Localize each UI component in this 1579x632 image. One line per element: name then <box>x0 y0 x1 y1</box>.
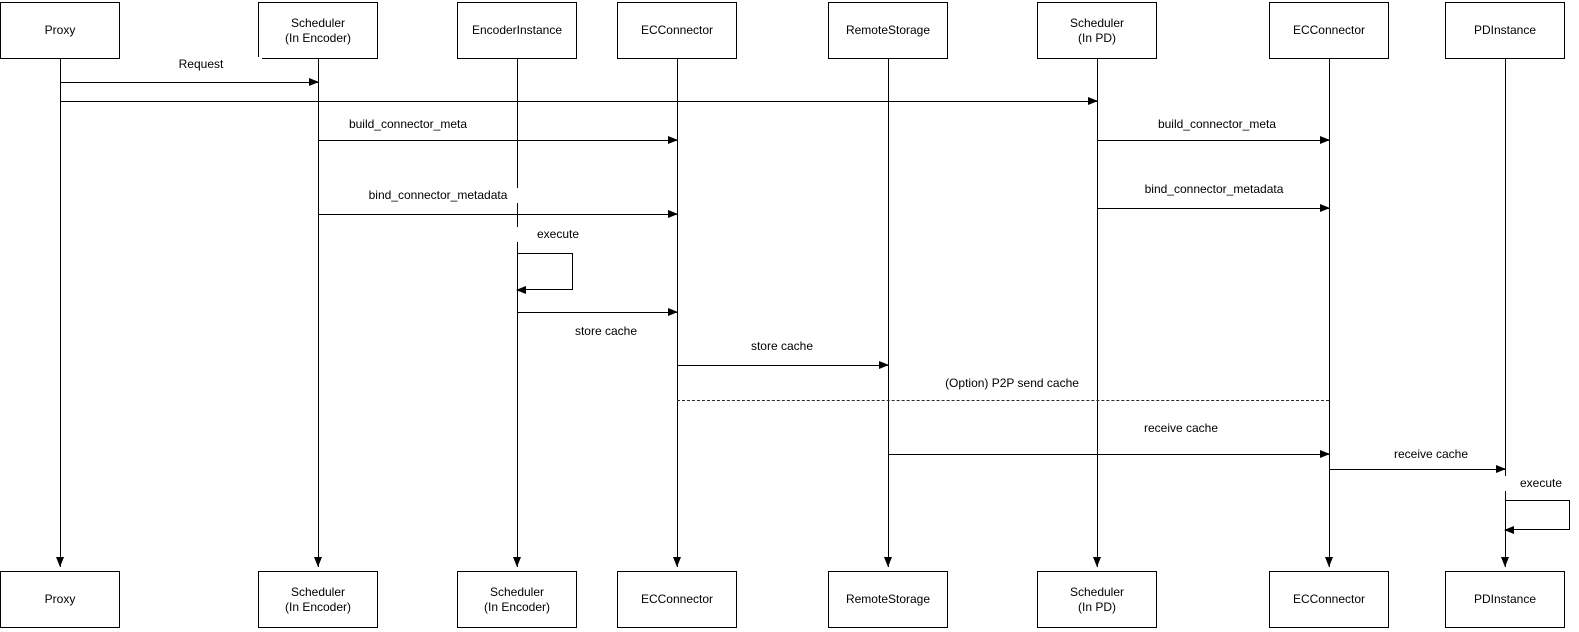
message-execute-right-label: execute <box>1500 476 1579 491</box>
message-store-cache-2-label: store cache <box>731 339 833 354</box>
message-build-connector-meta-left-arrow <box>318 136 678 144</box>
message-build-connector-meta-right-arrow <box>1097 136 1330 144</box>
message-store-cache-1-arrow <box>517 308 678 316</box>
lifeline-scheduler-pd <box>1093 59 1101 567</box>
actor-top-remote-storage: RemoteStorage <box>828 2 948 59</box>
actor-bottom-ecconnector-pd: ECConnector <box>1269 571 1389 628</box>
lifeline-ecconnector-pd <box>1325 59 1333 567</box>
message-receive-cache-2-arrow <box>1329 465 1506 473</box>
actor-top-pd-instance: PDInstance <box>1445 2 1565 59</box>
message-store-cache-2-arrow <box>677 361 889 369</box>
lifeline-proxy <box>56 59 64 567</box>
actor-bottom-scheduler-encoder: Scheduler (In Encoder) <box>258 571 378 628</box>
actor-top-ecconnector-pd: ECConnector <box>1269 2 1389 59</box>
lifeline-scheduler-encoder <box>314 59 322 567</box>
actor-top-proxy: Proxy <box>0 2 120 59</box>
lifeline-remote-storage <box>884 59 892 567</box>
actor-top-ecconnector-encoder: ECConnector <box>617 2 737 59</box>
actor-top-scheduler-pd: Scheduler (In PD) <box>1037 2 1157 59</box>
lifeline-encoder-instance <box>513 59 521 567</box>
message-execute-left-label: execute <box>517 227 599 242</box>
message-p2p-send-cache-dashed-line <box>677 400 1329 401</box>
actor-bottom-ecconnector-encoder: ECConnector <box>617 571 737 628</box>
message-build-connector-meta-left-label: build_connector_meta <box>337 117 479 132</box>
message-receive-cache-2-label: receive cache <box>1375 447 1487 462</box>
message-bind-connector-metadata-left-label: bind_connector_metadata <box>357 188 519 203</box>
message-build-connector-meta-right-label: build_connector_meta <box>1146 117 1288 132</box>
message-bind-connector-metadata-left-arrow <box>318 210 678 218</box>
actor-bottom-scheduler-encoder-2: Scheduler (In Encoder) <box>457 571 577 628</box>
message-execute-left-self-loop <box>516 253 573 294</box>
actor-top-encoder-instance: EncoderInstance <box>457 2 577 59</box>
actor-bottom-proxy: Proxy <box>0 571 120 628</box>
lifeline-pd-instance <box>1501 59 1509 567</box>
actor-top-scheduler-encoder: Scheduler (In Encoder) <box>258 2 378 59</box>
message-request-label: Request <box>140 57 262 72</box>
message-request-arrow <box>60 78 319 86</box>
message-receive-cache-1-arrow <box>888 450 1330 458</box>
actor-bottom-pd-instance: PDInstance <box>1445 571 1565 628</box>
message-bind-connector-metadata-right-label: bind_connector_metadata <box>1133 182 1295 197</box>
actor-bottom-remote-storage: RemoteStorage <box>828 571 948 628</box>
message-receive-cache-1-label: receive cache <box>1125 421 1237 436</box>
message-p2p-send-cache-label: (Option) P2P send cache <box>931 376 1093 391</box>
actor-bottom-scheduler-pd: Scheduler (In PD) <box>1037 571 1157 628</box>
message-execute-right-self-loop <box>1504 500 1570 534</box>
message-bind-connector-metadata-right-arrow <box>1097 204 1330 212</box>
message-proxy-to-pd-arrow <box>60 97 1098 105</box>
message-store-cache-1-label: store cache <box>555 324 657 339</box>
